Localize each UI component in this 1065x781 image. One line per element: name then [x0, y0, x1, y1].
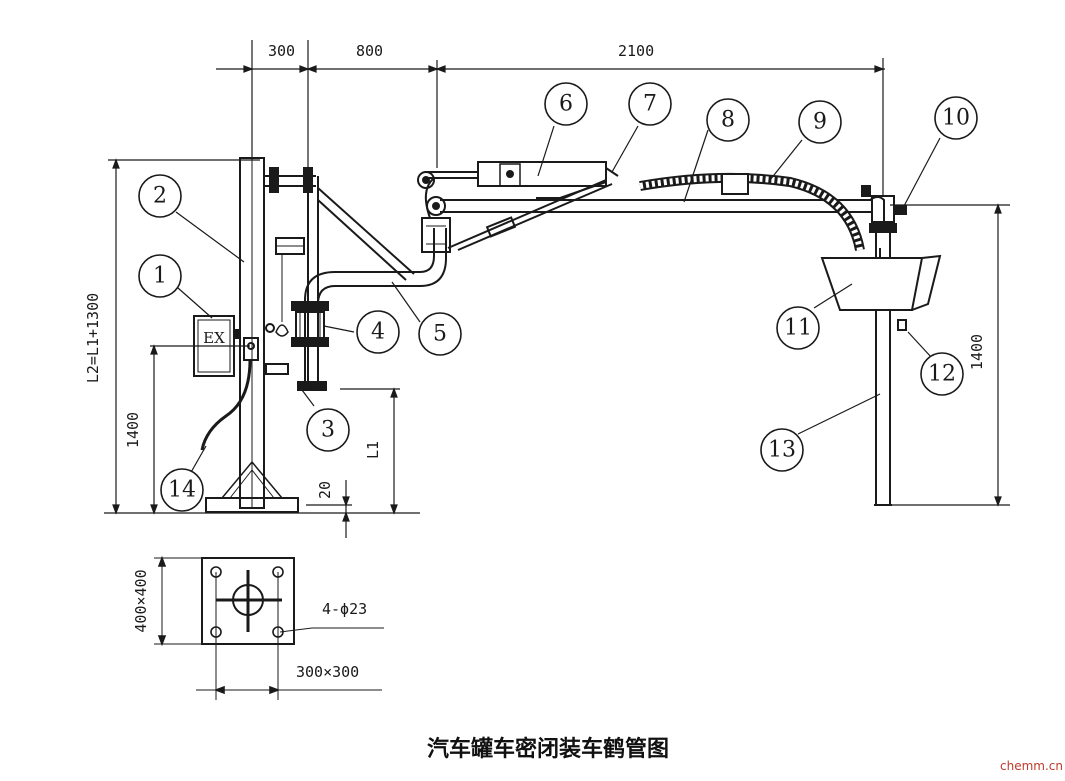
- top-dimension-chain: [216, 40, 885, 196]
- dim-base-300: 300×300: [296, 663, 359, 681]
- callout-6: 6: [544, 82, 588, 126]
- callout-5: 5: [418, 312, 462, 356]
- callout-2: 2: [138, 174, 182, 218]
- ex-box-label: EX: [203, 329, 225, 347]
- callout-3: 3: [306, 408, 350, 452]
- outer-swivel: [869, 195, 907, 506]
- dim-2100: 2100: [618, 42, 654, 60]
- svg-text:9: 9: [813, 110, 827, 135]
- svg-text:4: 4: [371, 320, 385, 345]
- svg-text:7: 7: [643, 92, 657, 117]
- svg-text:13: 13: [768, 438, 796, 463]
- dim-l2-formula: L2=L1+1300: [84, 293, 102, 383]
- svg-text:2: 2: [153, 184, 167, 209]
- dim-300: 300: [268, 42, 295, 60]
- callout-9: 9: [798, 100, 842, 144]
- svg-text:3: 3: [321, 418, 335, 443]
- callout-10: 10: [934, 96, 978, 140]
- callout-8: 8: [706, 98, 750, 142]
- base-plate-detail: [154, 555, 384, 700]
- swivel-joint: [417, 171, 451, 287]
- riser-pipe: [291, 271, 420, 382]
- svg-text:1: 1: [153, 264, 167, 289]
- explosion-proof-box: [193, 315, 259, 377]
- svg-text:5: 5: [433, 322, 447, 347]
- svg-text:8: 8: [721, 108, 735, 133]
- left-dimensions: [104, 158, 420, 538]
- cable: [200, 359, 252, 451]
- callout-14: 14: [160, 468, 204, 512]
- callout-11: 11: [776, 306, 820, 350]
- svg-text:6: 6: [559, 92, 573, 117]
- dim-l1: L1: [364, 441, 382, 459]
- callout-leaders: [175, 125, 941, 475]
- callout-1: 1: [138, 254, 182, 298]
- dim-right-1400: 1400: [968, 334, 986, 370]
- right-dimension: [890, 203, 1010, 507]
- callout-13: 13: [760, 428, 804, 472]
- svg-text:11: 11: [784, 316, 812, 341]
- svg-text:10: 10: [942, 106, 970, 131]
- dim-20: 20: [316, 481, 334, 499]
- bracket-frame: [264, 167, 415, 391]
- callout-4: 4: [356, 310, 400, 354]
- svg-text:14: 14: [168, 478, 196, 503]
- svg-text:12: 12: [928, 362, 956, 387]
- drawing-title: 汽车罐车密闭装车鹤管图: [427, 736, 669, 762]
- balance-cylinder: [426, 161, 619, 251]
- dim-holes: 4-ϕ23: [322, 600, 367, 618]
- dim-800: 800: [356, 42, 383, 60]
- horizontal-arm: [440, 185, 872, 213]
- watermark: chemm.cn: [1000, 759, 1063, 773]
- callout-12: 12: [920, 352, 964, 396]
- callout-7: 7: [628, 82, 672, 126]
- dim-left-1400: 1400: [124, 412, 142, 448]
- seal-cover: [820, 248, 942, 311]
- dim-base-400: 400×400: [132, 569, 150, 632]
- flexible-hose: [639, 172, 865, 252]
